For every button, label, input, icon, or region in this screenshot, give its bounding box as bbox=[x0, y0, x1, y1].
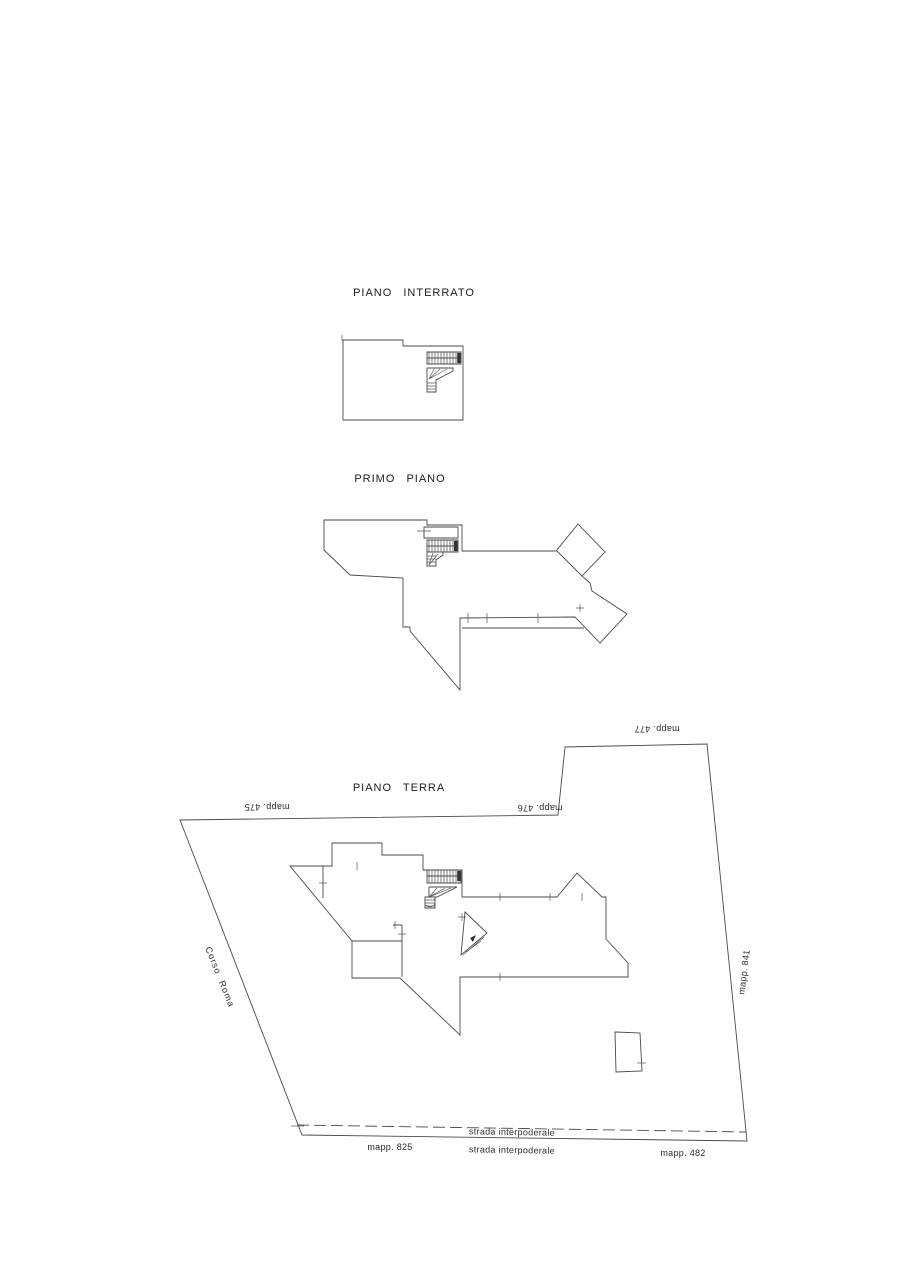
floor-plan-terra: PIANO TERRA bbox=[179, 724, 752, 1158]
primo-outline bbox=[323, 519, 628, 692]
label-mapp-482: mapp. 482 bbox=[660, 1148, 705, 1158]
terra-parcel-boundary bbox=[179, 743, 748, 1142]
interrato-outline bbox=[342, 339, 464, 421]
label-mapp-476: mapp. 476 bbox=[517, 803, 562, 813]
label-mapp-825: mapp. 825 bbox=[367, 1142, 412, 1152]
primo-title: PRIMO PIANO bbox=[354, 473, 445, 485]
primo-diamond-edge bbox=[556, 550, 583, 577]
terra-building-outline bbox=[289, 842, 629, 1037]
interrato-stairs bbox=[426, 351, 462, 393]
floor-plan-interrato: PIANO INTERRATO bbox=[341, 287, 475, 421]
label-mapp-475: mapp. 475 bbox=[244, 802, 289, 812]
terra-title: PIANO TERRA bbox=[353, 782, 445, 794]
label-mapp-477: mapp. 477 bbox=[634, 724, 679, 734]
label-mapp-841: mapp. 841 bbox=[736, 949, 751, 995]
interrato-title: PIANO INTERRATO bbox=[353, 287, 475, 299]
terra-interior-walls bbox=[322, 866, 403, 977]
road-dashed-line bbox=[296, 1124, 747, 1133]
label-corso-roma: Corso Roma bbox=[203, 945, 236, 1009]
terra-ticks bbox=[319, 862, 583, 981]
terra-annex-outline bbox=[614, 1031, 643, 1073]
floor-plan-primo: PRIMO PIANO bbox=[323, 473, 628, 692]
label-strada-interpoderale-lower: strada interpoderale bbox=[469, 1144, 555, 1156]
label-strada-interpoderale-upper: strada interpoderale bbox=[469, 1126, 555, 1138]
primo-stairs bbox=[423, 526, 459, 567]
terra-triangle-bay bbox=[458, 911, 488, 957]
terra-stairs bbox=[424, 870, 462, 909]
primo-ticks bbox=[417, 530, 584, 623]
